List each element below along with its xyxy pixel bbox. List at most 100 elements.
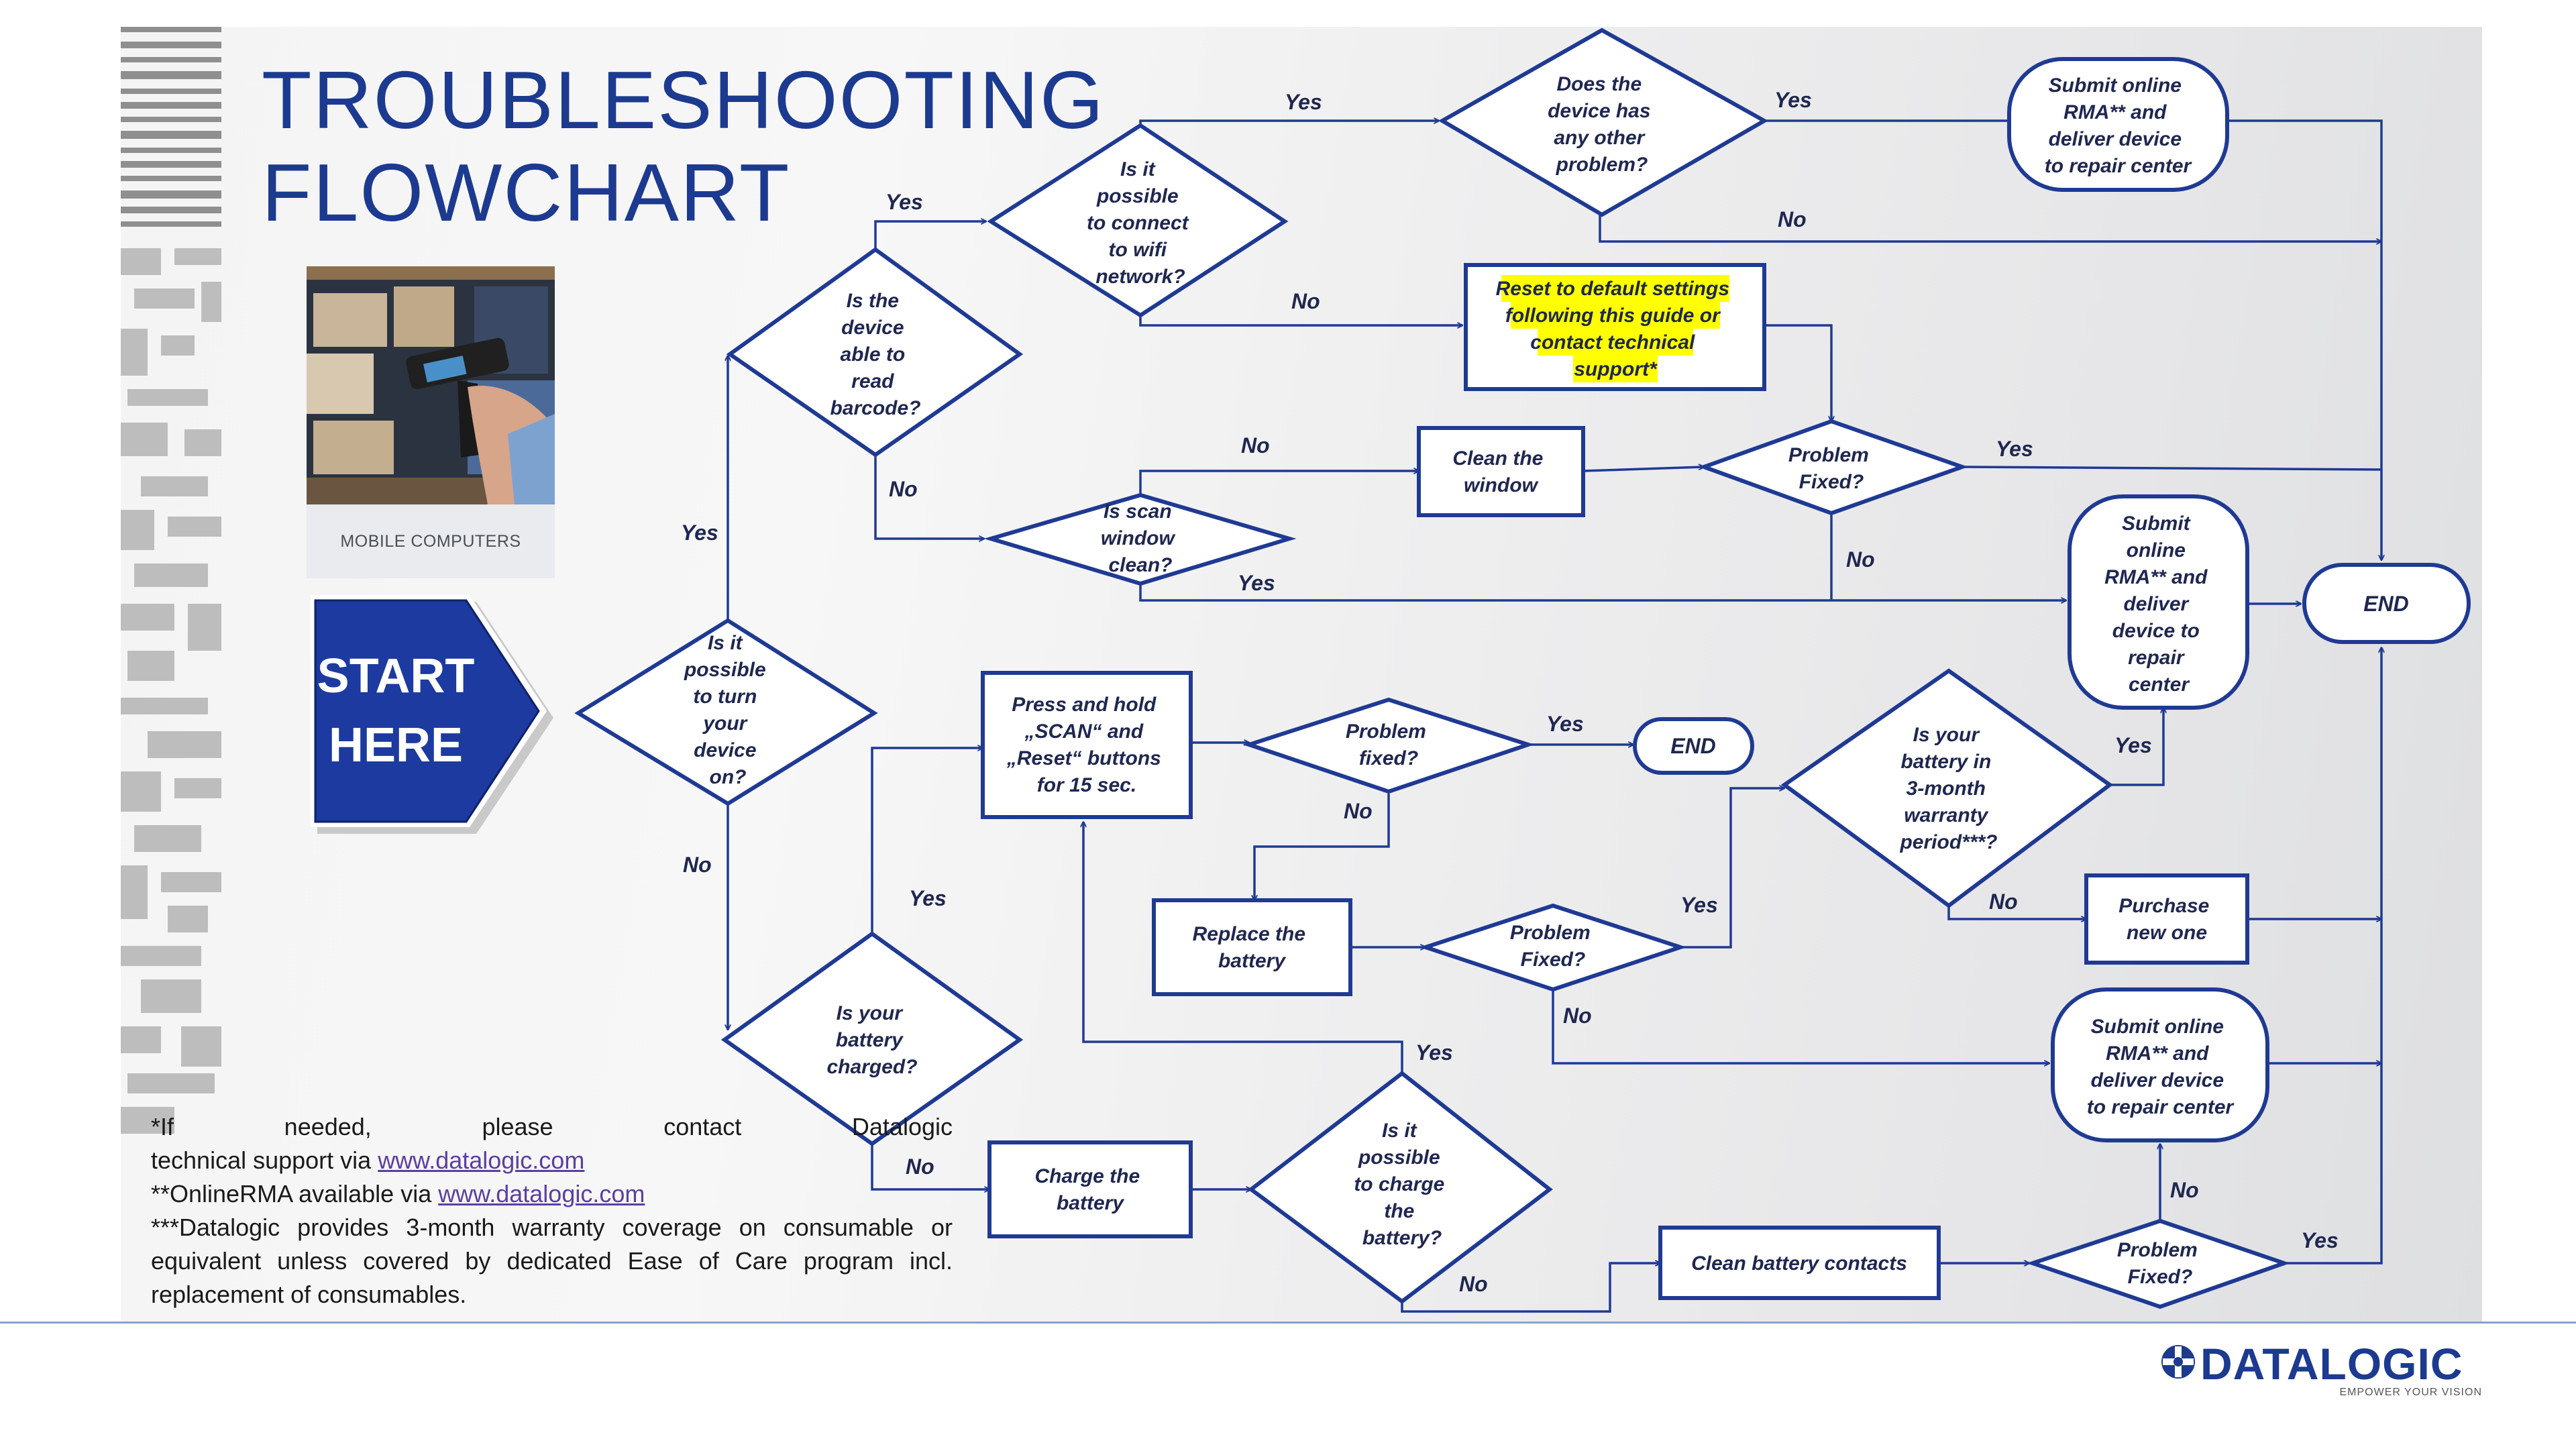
process-rma-low[interactable]: Submit online RMA** and deliver device t…: [2051, 987, 2269, 1142]
decision-read-barcode[interactable]: Is the device able to read barcode?: [726, 247, 1024, 458]
node-text: repair: [2128, 647, 2186, 669]
process-rma-top[interactable]: Submit online RMA** and deliver device t…: [2007, 57, 2229, 192]
decision-battery-charged[interactable]: Is your battery charged?: [720, 931, 1024, 1146]
decision-fixed-2[interactable]: Problem fixed?: [1242, 697, 1535, 794]
process-purchase[interactable]: Purchase new one: [2084, 873, 2249, 965]
process-charge-battery[interactable]: Charge the battery: [987, 1140, 1193, 1238]
process-reset-default[interactable]: Reset to default settings following this…: [1464, 263, 1766, 391]
node-text: Fixed?: [2128, 1266, 2193, 1288]
node-text: Is the: [847, 290, 899, 312]
connectors: [728, 121, 2382, 1313]
edge-label-no: No: [1344, 799, 1373, 823]
logo-tagline: EMPOWER YOUR VISION: [2339, 1387, 2482, 1398]
node-text: clean?: [1108, 554, 1172, 576]
node-text: to connect: [1087, 212, 1190, 234]
node-text: Press and hold: [1012, 694, 1157, 716]
node-text: Replace the: [1193, 923, 1305, 945]
edge: [871, 748, 983, 934]
start-here-arrow[interactable]: START HERE: [305, 594, 560, 842]
terminal-end-main[interactable]: END: [2302, 563, 2471, 644]
node-text: to turn: [693, 686, 757, 708]
process-press-hold[interactable]: Press and hold „SCAN“ and „Reset“ button…: [981, 671, 1193, 819]
decision-fixed-3[interactable]: Problem Fixed?: [1419, 903, 1687, 992]
decision-other-problem[interactable]: Does the device has any other problem?: [1438, 28, 1769, 217]
node-text: Reset to default settings: [1496, 278, 1729, 300]
node-text: to repair center: [2087, 1096, 2235, 1118]
edge-label-no: No: [2170, 1178, 2199, 1202]
edge-label-yes: Yes: [1996, 437, 2033, 461]
svg-text:END: END: [1670, 734, 1716, 758]
footnote-text: technical support via: [151, 1146, 378, 1174]
svg-text:Problem Fixed?: Problem Fixed?: [1788, 444, 1874, 493]
node-text: Problem: [1346, 720, 1426, 743]
edge-label-yes: Yes: [1774, 88, 1812, 112]
edge-label-yes: Yes: [2114, 733, 2152, 757]
edge-label-no: No: [1291, 289, 1320, 313]
node-text: Is it: [1382, 1120, 1418, 1142]
start-label-line-1: START: [317, 649, 475, 703]
edge: [1680, 788, 1784, 949]
process-clean-contacts[interactable]: Clean battery contacts: [1658, 1226, 1941, 1300]
node-text: Purchase: [2118, 895, 2209, 917]
process-clean-window[interactable]: Clean the window: [1417, 426, 1585, 517]
title-line-1: TROUBLESHOOTING: [262, 54, 1105, 146]
decision-warranty[interactable]: Is your battery in 3-month warranty peri…: [1780, 668, 2114, 908]
decision-scan-window[interactable]: Is scan window clean?: [983, 492, 1297, 586]
node-text: Does the: [1556, 73, 1642, 95]
footnote-3-line-1: ***Datalogic provides 3-month warranty c…: [151, 1214, 953, 1241]
edge: [1962, 466, 2382, 471]
process-rma-mid[interactable]: Submit online RMA** and deliver device t…: [2068, 494, 2249, 710]
node-text: RMA** and: [2106, 1042, 2209, 1065]
datalogic-support-link[interactable]: www.datalogic.com: [378, 1146, 585, 1174]
footnote-3-line-2: equivalent unless covered by dedicated E…: [151, 1247, 953, 1275]
node-text: new one: [2127, 922, 2207, 944]
edge: [874, 455, 984, 539]
svg-text:Submit online RMA*: Submit online RMA** and deliver device t…: [2104, 513, 2213, 696]
node-text: „SCAN“ and: [1024, 720, 1143, 743]
edge: [1582, 467, 1704, 472]
footnote-1-line-2: technical support via www.datalogic.com: [151, 1144, 953, 1177]
edge-label-yes: Yes: [909, 886, 947, 910]
svg-text:Clean battery contacts: Clean battery contacts: [1691, 1252, 1907, 1275]
node-text: barcode?: [830, 397, 920, 419]
node-text: Clean the: [1452, 447, 1543, 470]
edge-label-no: No: [683, 853, 712, 877]
node-text: Submit online: [2049, 74, 2182, 97]
decision-fixed-4[interactable]: Problem Fixed?: [2026, 1218, 2291, 1309]
edge-label-no: No: [1459, 1272, 1488, 1296]
edge-label-no: No: [1778, 207, 1807, 231]
node-text: Is your: [1913, 724, 1981, 746]
datalogic-rma-link[interactable]: www.datalogic.com: [438, 1180, 645, 1208]
process-replace-battery[interactable]: Replace the battery: [1152, 898, 1352, 996]
node-text: contact technical: [1530, 331, 1695, 354]
svg-text:Does the device has: Does the device has any other problem?: [1548, 73, 1656, 176]
node-text: Fixed?: [1521, 949, 1586, 971]
node-text: battery in: [1900, 751, 1991, 773]
terminal-end-small[interactable]: END: [1633, 717, 1754, 775]
node-text: problem?: [1556, 154, 1648, 176]
start-label-line-2: HERE: [329, 718, 463, 772]
edge-label-yes: Yes: [2301, 1228, 2339, 1252]
edge-labels: Yes No Yes No Yes No Yes No No Yes No Ye…: [681, 88, 2339, 1296]
node-text: period***?: [1899, 831, 1997, 853]
node-text: fixed?: [1359, 747, 1418, 769]
decision-can-charge[interactable]: Is it possible to charge the battery?: [1248, 1071, 1553, 1304]
edge-label-no: No: [1241, 433, 1270, 458]
node-text: RMA** and: [2104, 566, 2208, 588]
node-text: online: [2127, 539, 2186, 561]
node-text: your: [702, 712, 748, 735]
node-text: Charge the: [1034, 1165, 1140, 1187]
node-text: Submit online: [2091, 1016, 2224, 1038]
svg-text:Is the device able: Is the device able to read barcode?: [830, 290, 920, 419]
edge: [1552, 989, 2049, 1063]
decision-fixed-1[interactable]: Problem Fixed?: [1698, 419, 1969, 516]
decision-wifi[interactable]: Is it possible to connect to wifi networ…: [987, 123, 1289, 318]
edge: [1139, 121, 1439, 125]
node-text: battery: [1218, 950, 1286, 972]
decision-turn-on[interactable]: Is it possible to turn your device on?: [574, 618, 878, 806]
logo-wordmark: DATALOGIC: [2200, 1339, 2463, 1389]
svg-text:Problem Fixed?: Problem Fixed?: [1510, 922, 1596, 971]
node-text: to wifi: [1109, 239, 1167, 261]
edge-label-yes: Yes: [1680, 893, 1718, 917]
